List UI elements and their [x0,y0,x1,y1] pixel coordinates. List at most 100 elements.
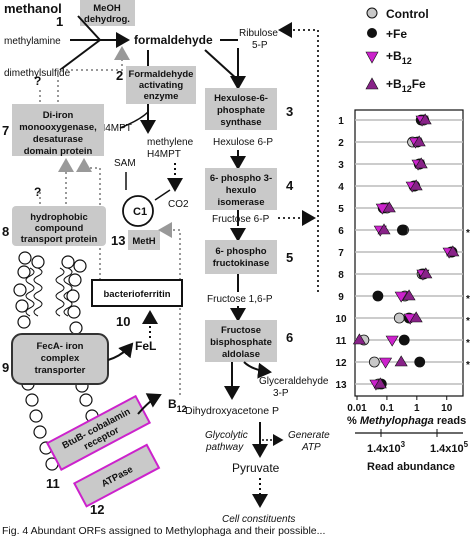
step-12-box: ATPase [72,443,161,508]
step-4-label-c: isomerase [217,197,264,208]
row-label: 3 [338,160,344,171]
step-5-label-b: fructokinase [213,258,270,269]
step-6-box [205,320,277,362]
data-point-plus-fe [372,290,384,302]
step-11-number: 11 [46,476,60,491]
step-4-label-b: hexulo [226,185,257,196]
step-1-number: 1 [56,14,63,29]
step-6-label-c: aldolase [222,349,260,360]
data-point-plus-b12fe [382,201,396,213]
sam-label: SAM [114,158,136,169]
data-point-plus-b12fe [418,113,432,125]
legend-marker-b12fe [365,77,379,90]
x-axis-label: % Methylophaga reads [347,415,466,427]
atp-label-a: Generate [288,430,330,441]
data-point-plus-b12 [379,357,393,369]
glyceraldehyde-sub-label: 3-P [273,388,289,399]
legend-label-b12: +B12 [386,49,412,66]
step-7-box [12,104,104,156]
row-label: 11 [336,336,347,347]
pyruvate-label: Pyruvate [232,461,280,475]
secondary-tick-2: 1.4x105 [430,440,469,455]
asterisk: * [466,338,470,349]
formaldehyde-label: formaldehyde [134,33,213,47]
step-4-number: 4 [286,178,294,193]
data-point-plus-b12fe [373,377,387,389]
row-label: 9 [338,292,344,303]
step-8-label-b: compound [35,223,84,234]
h4mpt-label: H4MPT [98,123,132,134]
legend-marker-control [366,7,378,19]
secondary-tick-1: 1.4x103 [367,440,406,455]
step-5-number: 5 [286,250,293,265]
fructose-6p-label: Fructose 6-P [212,214,270,225]
x-tick-label: 0.01 [347,403,367,414]
row-label: 13 [335,380,347,391]
step-4-label-a: 6- phospho 3- [210,173,272,184]
step-6-label-b: bisphosphate [210,337,272,348]
data-point-plus-fe [397,224,408,236]
x-tick-label: 0.1 [380,403,394,414]
step-2-box [126,66,196,104]
glycolytic-label-a: Glycolytic [205,430,248,441]
step-9-label-a: FecA- iron [37,341,84,352]
step-1-label-b: dehydrog. [84,14,130,25]
step-3-label-c: synthase [220,117,261,128]
significance-asterisks: ***** [466,228,470,371]
step-3-number: 3 [286,104,293,119]
step-2-label-b: activating [139,80,184,91]
x-tick-label: 10 [441,403,453,414]
data-point-plus-b12fe [402,289,416,301]
step-2-number: 2 [116,68,123,83]
step-3-label-a: Hexulose-6- [214,93,268,104]
c1-label: C1 [133,206,147,218]
figure-caption: Fig. 4 Abundant ORFs assigned to Methylo… [2,525,325,536]
step-3-label-b: phosphate [217,105,265,116]
cell-membrane [13,251,99,471]
asterisk: * [466,316,470,327]
dhap-label: Dihydroxyacetone P [185,405,279,417]
row-label: 4 [338,182,344,193]
ribulose-label: Ribulose [239,28,278,39]
step-7-label-a: Di-iron [43,110,74,121]
row-label: 10 [335,314,347,325]
step-12-number: 12 [90,502,104,517]
step-10-number: 10 [116,314,130,329]
data-point-plus-fe [414,356,426,368]
step-7-label-c: desaturase [33,134,83,145]
row-label: 8 [338,270,344,281]
step-9-label-b: complex [41,353,80,364]
step-7-label-b: monooxygenase, [19,122,97,133]
data-point-plus-b12fe [412,135,426,147]
step-9-label-c: transporter [35,365,86,376]
row-label: 12 [335,358,347,369]
step-8-number: 8 [2,224,9,239]
step-13-number: 13 [111,233,125,248]
question-2: ? [34,185,41,199]
step-10-box [91,279,183,307]
step-8-label-a: hydrophobic [30,212,88,223]
step-2-label-c: enzyme [144,91,179,102]
legend-marker-fe [367,28,377,38]
chart-legend: Control +Fe +B12 +B12Fe [365,7,429,94]
data-point-plus-b12fe [394,355,408,367]
data-point-plus-b12fe [409,179,423,191]
legend-label-fe: +Fe [386,27,407,41]
glycolytic-label-b: pathway [205,442,244,453]
data-point-control [393,312,405,324]
data-points [352,113,460,391]
data-point-plus-b12fe [414,157,428,169]
atp-label-b: ATP [301,442,321,453]
methylene-label: methylene [147,137,194,148]
row-label: 5 [338,204,344,215]
hexulose-6p-label: Hexulose 6-P [213,137,273,148]
step-10-label: bacterioferritin [103,289,170,300]
data-point-plus-b12fe [352,333,366,345]
step-6-number: 6 [286,330,293,345]
row-label: 2 [338,138,344,149]
step-7-number: 7 [2,123,9,138]
pathway-diagram: methanol 1 MeOH dehydrog. methylamine di… [2,0,330,525]
